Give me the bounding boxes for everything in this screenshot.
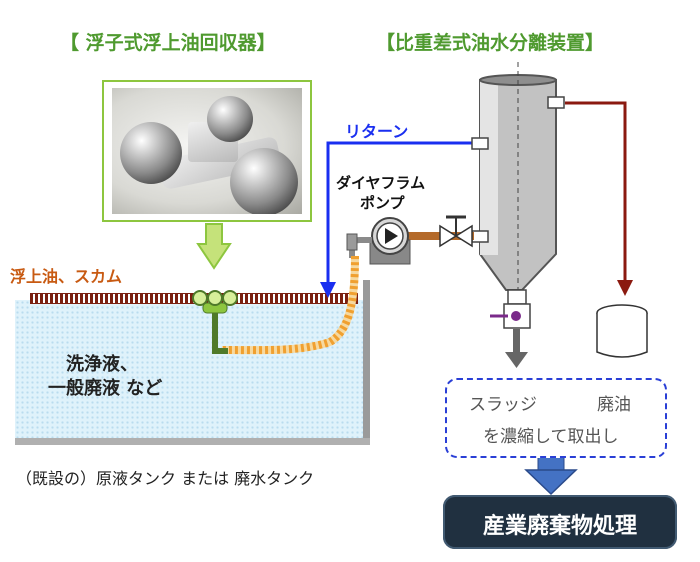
concentrate-label: を濃縮して取出し bbox=[483, 427, 619, 447]
suction-hose bbox=[221, 255, 359, 355]
drain-nozzle bbox=[507, 289, 527, 305]
pump-play-icon bbox=[385, 228, 398, 244]
inlet-nozzle bbox=[471, 230, 489, 243]
liquid-label-line2: 一般廃液 など bbox=[48, 378, 163, 399]
valve-right bbox=[454, 224, 473, 248]
vessel-highlight bbox=[480, 80, 498, 255]
float-left bbox=[192, 290, 208, 306]
oil-outlet-arrow-icon bbox=[617, 280, 633, 296]
float-ball-left bbox=[120, 122, 182, 184]
drain-arrow-shaft bbox=[513, 329, 520, 353]
waste-oil-label: 廃油 bbox=[597, 395, 631, 415]
float-ball-right bbox=[230, 148, 298, 214]
tank-liquid bbox=[15, 300, 363, 440]
final-arrow-icon bbox=[524, 469, 578, 496]
separator-title: 【比重差式油水分離装置】 bbox=[376, 32, 605, 54]
skimmer-pipe-elbow bbox=[212, 348, 228, 354]
sludge-output-box: スラッジ 廃油 を濃縮して取出し bbox=[445, 378, 667, 458]
liquid-label-line1: 洗浄液、 bbox=[66, 354, 138, 375]
pump-label-line2: ポンプ bbox=[360, 194, 405, 212]
bucket-body bbox=[596, 313, 648, 358]
industrial-waste-label: 産業廃棄物処理 bbox=[482, 514, 637, 539]
oil-outlet-line bbox=[565, 101, 627, 288]
industrial-waste-box: 産業廃棄物処理 bbox=[443, 495, 677, 549]
return-nozzle bbox=[471, 137, 489, 150]
skimmer-photo bbox=[102, 80, 312, 222]
float-right bbox=[222, 290, 238, 306]
return-line bbox=[326, 141, 478, 290]
oil-outlet-nozzle bbox=[547, 96, 565, 109]
pump-label-line1: ダイヤフラム bbox=[336, 174, 426, 192]
skimmer-photo-image bbox=[112, 88, 302, 214]
float-center bbox=[207, 290, 223, 306]
valve-left bbox=[439, 224, 458, 248]
tank-caption: （既設の）原液タンク または 廃水タンク bbox=[16, 469, 315, 488]
tank-wall-right bbox=[363, 280, 370, 445]
return-label: リターン bbox=[345, 122, 409, 141]
skimmer-pipe bbox=[212, 310, 218, 352]
tank-wall-bottom bbox=[15, 438, 370, 445]
drain-valve-knob bbox=[511, 311, 521, 321]
floating-oil-label: 浮上油、スカム bbox=[10, 267, 123, 286]
drain-arrow-icon bbox=[505, 352, 528, 368]
float-ball-back bbox=[207, 96, 253, 142]
float-skimmer-title: 【 浮子式浮上油回収器】 bbox=[60, 32, 276, 54]
down-arrow-green-icon bbox=[196, 223, 232, 270]
sludge-label: スラッジ bbox=[469, 395, 537, 415]
return-arrow-icon bbox=[320, 282, 336, 298]
pump-suction-flange bbox=[346, 233, 358, 251]
